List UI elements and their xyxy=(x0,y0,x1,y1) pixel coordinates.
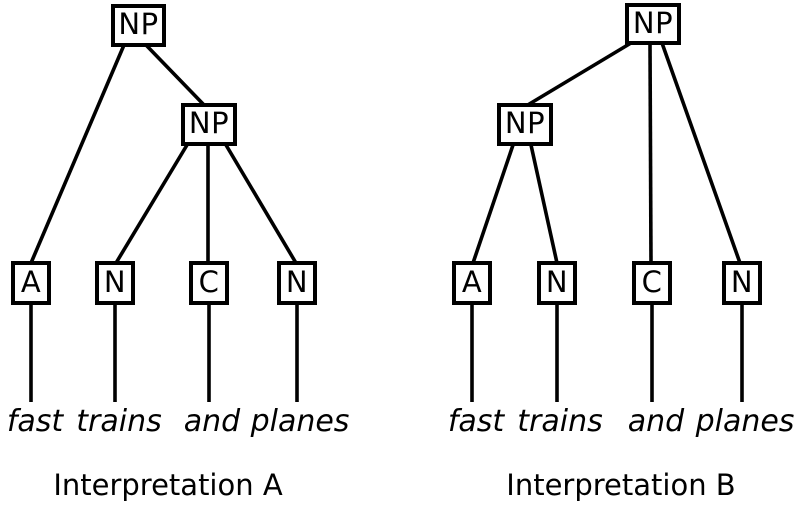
treeB-leaf-c-node: C xyxy=(632,261,672,305)
treeB-root-np-node: NP xyxy=(625,3,681,45)
treeB-word-trains: trains xyxy=(517,404,603,439)
edge-b-root-to-innernp xyxy=(525,41,632,108)
treeA-root-np-node: NP xyxy=(111,4,166,47)
treeA-leaf-n2-label: N xyxy=(285,264,309,299)
treeB-word-planes: planes xyxy=(695,404,795,439)
edge-b-inner-to-n1 xyxy=(529,144,559,264)
treeB-leaf-n2-label: N xyxy=(730,264,754,299)
treeA-word-and: and xyxy=(183,404,241,439)
treeB-leaf-a-node: A xyxy=(452,261,492,305)
treeA-leaf-n1-node: N xyxy=(95,261,135,305)
edge-b-root-to-n2 xyxy=(660,42,742,264)
edge-a-root-to-a xyxy=(29,44,126,264)
treeA-root-np-label: NP xyxy=(118,7,159,41)
edge-b-inner-to-a xyxy=(471,144,515,264)
edge-a-inner-to-n1 xyxy=(114,144,189,264)
treeB-root-np-label: NP xyxy=(632,5,674,40)
treeA-word-trains: trains xyxy=(76,404,162,439)
treeA-leaf-c-label: C xyxy=(198,264,220,299)
treeB-inner-np-node: NP xyxy=(497,103,553,146)
treeA-word-planes: planes xyxy=(250,404,350,439)
treeB-leaf-n1-label: N xyxy=(545,264,569,299)
treeB-leaf-c-label: C xyxy=(641,264,663,299)
edge-b-root-to-c xyxy=(648,42,653,264)
treeA-leaf-n2-node: N xyxy=(277,261,317,305)
treeA-word-fast: fast xyxy=(6,404,64,439)
treeA-leaf-a-label: A xyxy=(20,264,42,299)
treeB-leaf-n1-node: N xyxy=(537,261,577,305)
treeB-inner-np-label: NP xyxy=(504,106,546,140)
treeB-caption: Interpretation B xyxy=(506,468,736,502)
edge-a-root-to-innernp xyxy=(144,43,207,108)
treeA-caption: Interpretation A xyxy=(53,468,283,502)
treeB-leaf-n2-node: N xyxy=(722,261,762,305)
treeA-leaf-c-node: C xyxy=(189,261,229,305)
treeA-inner-np-label: NP xyxy=(188,106,230,140)
treeB-leaf-a-label: A xyxy=(461,264,483,299)
treeA-inner-np-node: NP xyxy=(181,103,237,146)
treeB-word-and: and xyxy=(627,404,685,439)
edge-a-inner-to-n2 xyxy=(224,144,298,264)
treeB-word-fast: fast xyxy=(447,404,505,439)
treeA-leaf-a-node: A xyxy=(11,261,51,305)
treeA-leaf-n1-label: N xyxy=(103,264,127,299)
